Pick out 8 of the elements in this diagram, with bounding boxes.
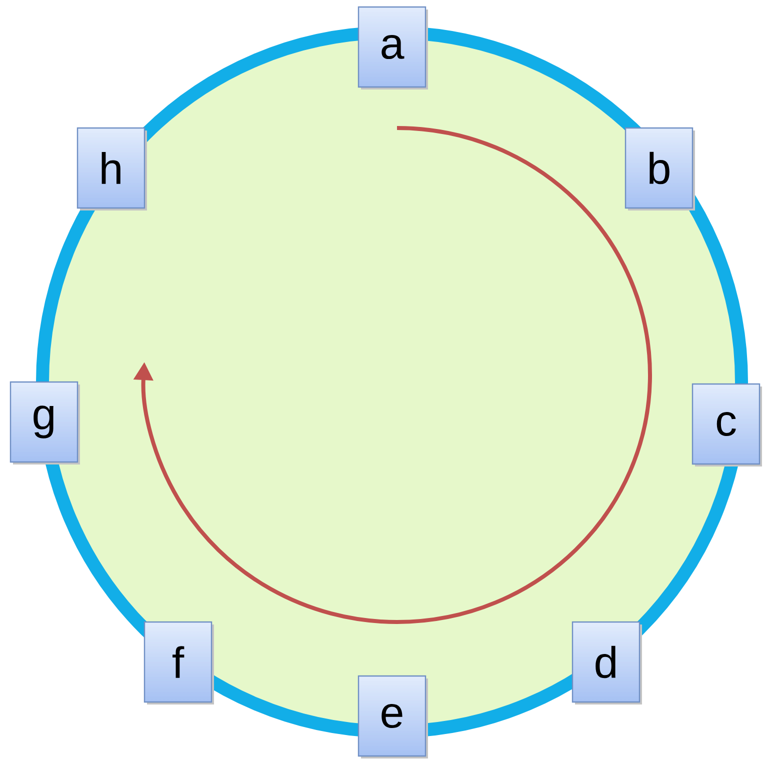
letter-box: e bbox=[358, 675, 428, 758]
letter-box: g bbox=[10, 381, 80, 464]
letter-box: a bbox=[358, 6, 428, 90]
letter-box: c bbox=[692, 383, 762, 466]
letter-box: f bbox=[144, 621, 214, 704]
letter-box: h bbox=[76, 127, 147, 210]
letter-box: b bbox=[624, 127, 695, 210]
letter-box: d bbox=[572, 621, 642, 704]
